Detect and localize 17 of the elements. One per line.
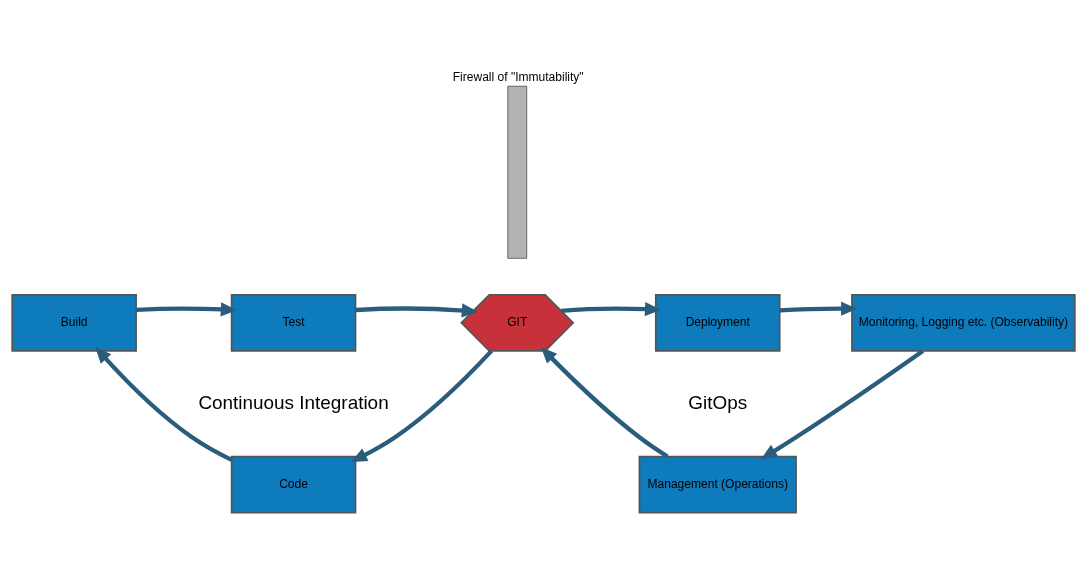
arrow [760, 348, 925, 459]
node-box: Monitoring, Logging etc. (Observability) [851, 293, 1076, 352]
node-box: Test [230, 293, 357, 352]
arrow [540, 346, 669, 458]
node-label: Firewall of "Immutability" [452, 69, 584, 84]
node-box: Code [230, 455, 357, 513]
node-box: Management (Operations) [638, 455, 797, 513]
label: Continuous Integration [198, 391, 389, 413]
node-box: Deployment [654, 293, 781, 352]
label: GitOps [688, 391, 748, 413]
arrow [350, 348, 494, 462]
arrow [95, 346, 233, 462]
arrow [779, 301, 858, 316]
arrow [136, 301, 237, 316]
arrow [355, 302, 478, 317]
node-box: Build [11, 293, 137, 352]
arrow [561, 301, 662, 316]
